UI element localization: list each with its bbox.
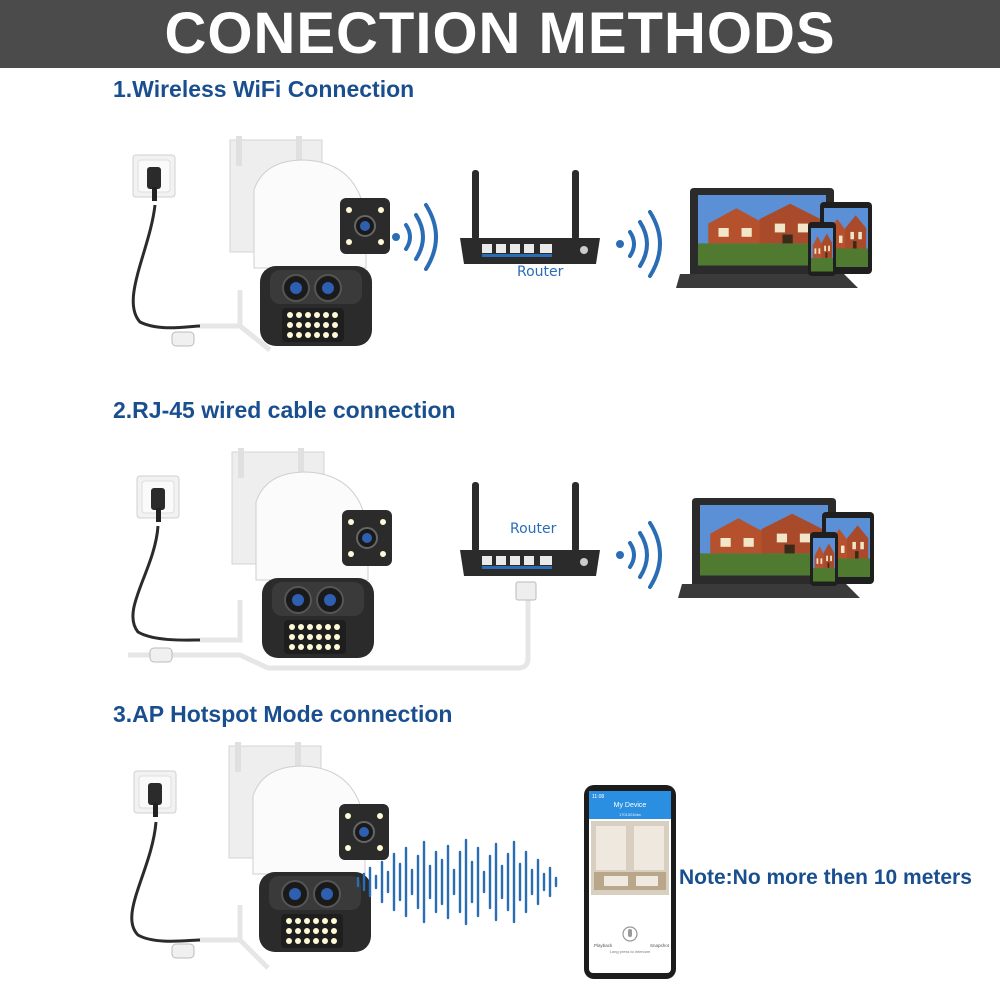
power-cable: [130, 821, 201, 943]
phone-status-time: 11:08: [592, 794, 604, 800]
wifi-signal-icon: [614, 210, 662, 278]
section-ap-diagram: 11:08 My Device 1701001bbc Playback Snap…: [130, 741, 676, 979]
phone-intercom-hint: Long press to intercom: [610, 949, 651, 954]
camera-cable: [200, 905, 270, 970]
camera-cable: [200, 600, 243, 643]
phone-device-id: 1701001bbc: [619, 812, 641, 817]
power-outlet-icon: [132, 154, 176, 202]
section-wired-diagram: Router: [128, 447, 874, 671]
camera-icon: [228, 741, 390, 953]
rj45-connector-icon: [515, 581, 537, 601]
smartphone: 11:08 My Device 1701001bbc Playback Snap…: [584, 785, 676, 979]
section-title-wifi: 1.Wireless WiFi Connection: [113, 76, 415, 102]
section-wifi-diagram: Router: [131, 135, 872, 352]
power-cable: [131, 204, 201, 330]
ethernet-cable: [128, 590, 531, 671]
intercom-mic-icon[interactable]: [622, 926, 638, 942]
router-label: Router: [517, 264, 564, 280]
section-title-ap: 3.AP Hotspot Mode connection: [113, 701, 453, 727]
power-outlet-icon: [133, 770, 177, 818]
page-title: CONECTION METHODS: [164, 1, 836, 66]
wifi-signal-icon: [614, 521, 662, 589]
client-devices-icon: [676, 188, 872, 288]
camera-cable: [200, 290, 243, 329]
client-devices-icon: [678, 498, 874, 598]
wifi-signal-icon: [390, 203, 438, 271]
router-icon: [460, 170, 600, 264]
phone-button-snapshot[interactable]: Snapshot: [650, 943, 670, 948]
router-label: Router: [510, 521, 557, 537]
phone-app-title: My Device: [614, 802, 647, 809]
distance-note: Note:No more then 10 meters: [679, 866, 972, 889]
phone-button-playback[interactable]: Playback: [594, 943, 613, 948]
power-cable: [131, 525, 201, 642]
section-title-wired: 2.RJ-45 wired cable connection: [113, 397, 456, 423]
power-outlet-icon: [136, 475, 180, 523]
camera-icon: [229, 135, 391, 347]
camera-icon: [231, 447, 393, 659]
header-banner: CONECTION METHODS: [0, 0, 1000, 68]
